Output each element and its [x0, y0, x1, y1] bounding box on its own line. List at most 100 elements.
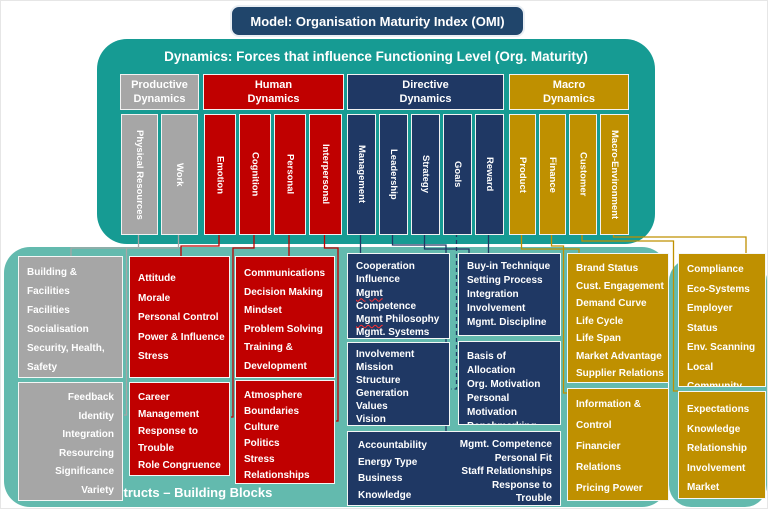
- construct-item: Life Cycle: [576, 315, 624, 327]
- construct-item: Setting Process: [467, 275, 543, 286]
- construct-item: Benchmarking: [467, 420, 556, 424]
- construct-item: Leadership Style: [358, 504, 456, 505]
- header-directive-dynamics: Directive Dynamics: [347, 74, 504, 110]
- constructs-heading: Constructs – Building Blocks: [91, 485, 273, 500]
- spellcheck-squiggle: Mgmt: [356, 287, 383, 299]
- construct-item: Sources of Funds: [576, 499, 664, 500]
- construct-item: Career Management: [138, 392, 200, 420]
- column-leadership: Leadership: [379, 114, 408, 235]
- model-title: Model: Organisation Maturity Index (OMI): [230, 5, 525, 37]
- construct-item: Politics: [244, 438, 280, 449]
- construct-item: Integration: [467, 289, 519, 300]
- construct-item: Org. Motivation: [467, 379, 541, 390]
- column-interpersonal: Interpersonal: [309, 114, 342, 235]
- construct-item: Self Esteem: [138, 474, 225, 475]
- construct-item: Vision: [356, 414, 386, 425]
- header-macro-dynamics: Macro Dynamics: [509, 74, 629, 110]
- column-physical-resources: Physical Resources: [121, 114, 158, 235]
- construct-item: Pricing Power: [576, 483, 643, 494]
- construct-item: Mgmt Philosophy: [356, 314, 440, 326]
- construct-item: Resourcing: [58, 447, 114, 459]
- construct-item: Eco-Systems: [687, 283, 750, 295]
- construct-item: Supplier Relations: [576, 368, 664, 379]
- construct-item: Staff Relationships: [461, 466, 552, 477]
- column-customer: Customer: [569, 114, 597, 235]
- header-productive-dynamics: Productive Dynamics: [120, 74, 199, 110]
- construct-item: Cust. Engagement: [576, 280, 664, 292]
- construct-item: Response to Trouble: [138, 426, 199, 454]
- spellcheck-squiggle: Mgmt: [356, 314, 383, 326]
- construct-item: Financier Relations: [576, 441, 622, 473]
- construct-item: Security, Health, Safety: [27, 343, 105, 373]
- construct-item: Stress Relationships: [244, 454, 310, 481]
- construct-item: Training & Development: [244, 342, 307, 372]
- column-product: Product: [509, 114, 536, 235]
- construct-item: Morale: [138, 292, 171, 304]
- construct-item: Personal Fit: [494, 452, 552, 464]
- column-strategy: Strategy: [411, 114, 440, 235]
- construct-item: Mission: [356, 362, 394, 373]
- construct-item: Involvement: [467, 303, 526, 314]
- construct-item: Mgmt. Systems: [356, 327, 430, 339]
- construct-item: Mgmt Competence: [356, 287, 417, 312]
- construct-item: Facilities Socialisation: [27, 305, 89, 335]
- construct-item: Cooperation: [356, 261, 415, 272]
- construct-item: Stress: [138, 351, 169, 362]
- construct-item: Personal Motivation: [467, 393, 517, 418]
- construct-item: Structure: [356, 375, 401, 386]
- construct-item: Generation: [356, 388, 409, 399]
- construct-item: Buy-in Technique: [467, 261, 551, 272]
- construct-item: Variety: [81, 484, 114, 496]
- construct-item: Influence: [356, 274, 400, 286]
- construct-item: Power & Influence: [138, 331, 225, 343]
- construct-item: Mgmt. Discipline: [467, 317, 547, 328]
- column-management: Management: [347, 114, 376, 235]
- column-macro-environment: Macro-Environment: [600, 114, 629, 235]
- construct-item: Role Development: [456, 506, 552, 507]
- construct-item: Response to Trouble: [491, 479, 552, 505]
- construct-item: Accountability: [358, 440, 427, 451]
- construct-item: Energy Type: [358, 456, 418, 468]
- construct-item: Decision Making: [244, 286, 323, 298]
- header-human-dynamics: Human Dynamics: [203, 74, 344, 110]
- construct-item: Information & Control: [576, 399, 641, 431]
- construct-item: Culture: [244, 422, 279, 433]
- construct-item: Attitude: [138, 273, 176, 284]
- construct-item: Technology: [27, 377, 118, 378]
- dynamics-heading: Dynamics: Forces that influence Function…: [164, 49, 588, 64]
- construct-item: Mindset: [244, 305, 282, 316]
- construct-item: Problem Solving: [244, 323, 323, 335]
- construct-item: Identity: [78, 410, 114, 422]
- construct-item: Integration: [62, 429, 114, 440]
- construct-item: Boundaries: [244, 406, 300, 417]
- construct-item: Mgmt. Competence: [459, 439, 552, 450]
- construct-item: Market Advantage: [576, 350, 662, 362]
- column-work: Work: [161, 114, 198, 235]
- construct-item: Env. Scanning: [687, 342, 756, 353]
- construct-item: Atmosphere: [244, 390, 303, 401]
- construct-item: Building & Facilities: [27, 267, 77, 297]
- construct-item: Values: [356, 401, 388, 412]
- column-finance: Finance: [539, 114, 566, 235]
- column-emotion: Emotion: [204, 114, 236, 235]
- column-goals: Goals: [443, 114, 472, 235]
- construct-item: Demand Curve: [576, 298, 647, 309]
- construct-item: Local: [687, 361, 714, 373]
- construct-item: Employer Status: [687, 303, 733, 334]
- construct-item: Compliance: [687, 264, 744, 275]
- construct-item: Expectations: [687, 404, 750, 415]
